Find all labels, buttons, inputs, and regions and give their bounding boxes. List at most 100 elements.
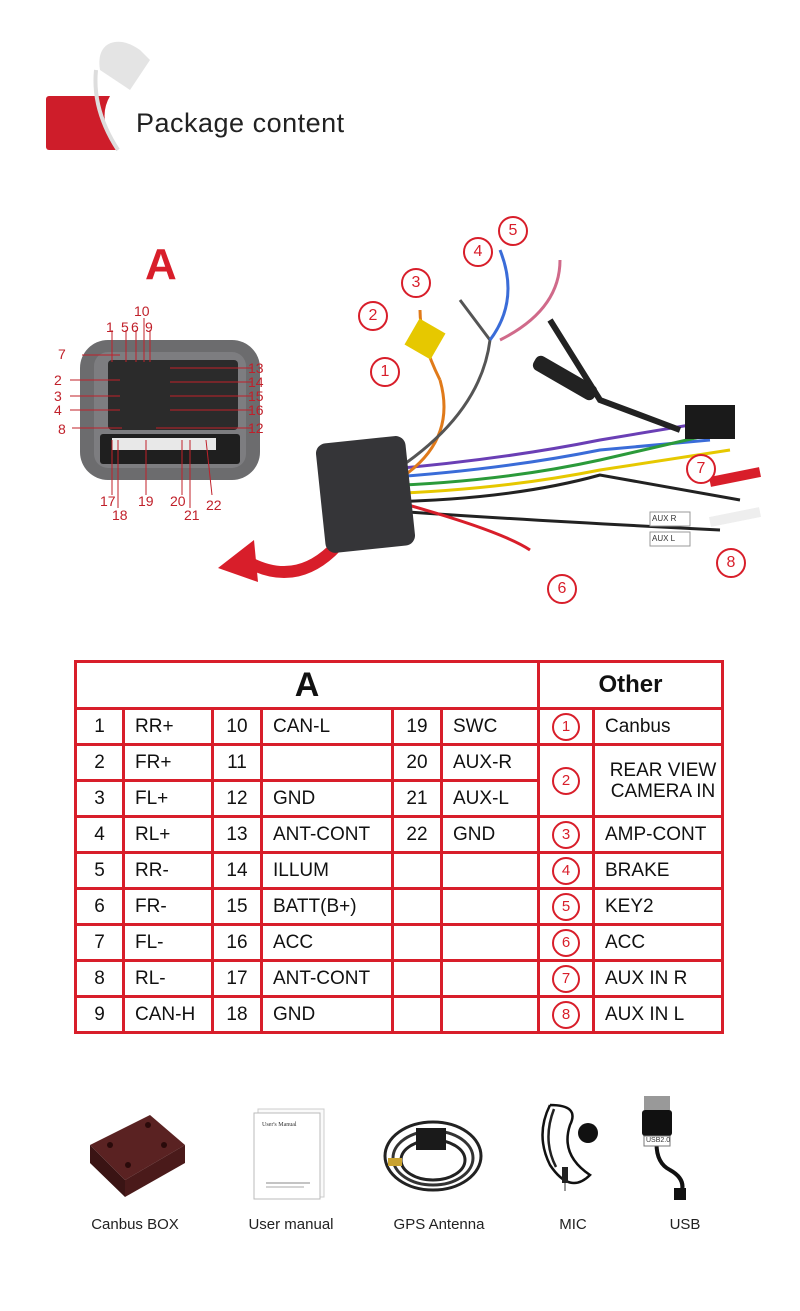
other-function: Canbus bbox=[592, 707, 724, 746]
pin-function: AUX-L bbox=[440, 779, 540, 818]
harness-marker-3: 3 bbox=[401, 268, 431, 298]
pin-function: SWC bbox=[440, 707, 540, 746]
pin-function: RR+ bbox=[122, 707, 214, 746]
pin-function: FR- bbox=[122, 887, 214, 926]
pin-label-10: 10 bbox=[134, 303, 150, 319]
pin-label-20: 20 bbox=[170, 493, 186, 509]
pin-number: 18 bbox=[211, 995, 263, 1034]
aux-l-tag: AUX L bbox=[652, 534, 676, 543]
other-function: KEY2 bbox=[592, 887, 724, 926]
pin-function: FL- bbox=[122, 923, 214, 962]
other-number: 3 bbox=[552, 820, 580, 849]
other-number: 1 bbox=[552, 712, 580, 741]
pin-number: 11 bbox=[211, 743, 263, 782]
aux-r-tag: AUX R bbox=[652, 514, 677, 523]
other-function: BRAKE bbox=[592, 851, 724, 890]
accessory-label-gps-antenna: GPS Antenna bbox=[393, 1216, 485, 1233]
harness-marker-5: 5 bbox=[498, 216, 528, 246]
pin-function: GND bbox=[440, 815, 540, 854]
pin-function: GND bbox=[260, 779, 394, 818]
accessory-label-canbus-box: Canbus BOX bbox=[91, 1216, 179, 1233]
pin-label-5: 5 bbox=[121, 319, 129, 335]
pin-number: 14 bbox=[211, 851, 263, 890]
other-number: 8 bbox=[552, 1000, 580, 1029]
manual-cover-title: User's Manual bbox=[262, 1122, 297, 1128]
pin-number: 19 bbox=[391, 707, 443, 746]
pin-label-14: 14 bbox=[248, 374, 264, 390]
other-number: 2 bbox=[552, 766, 580, 795]
pin-label-13: 13 bbox=[248, 360, 264, 376]
pin-label-3: 3 bbox=[54, 388, 62, 404]
other-function: ACC bbox=[592, 923, 724, 962]
other-number: 6 bbox=[552, 928, 580, 957]
harness-marker-2: 2 bbox=[358, 301, 388, 331]
pin-label-16: 16 bbox=[248, 402, 264, 418]
pin-function: FL+ bbox=[122, 779, 214, 818]
header-banner bbox=[46, 41, 358, 152]
connector-a-diagram bbox=[70, 318, 260, 508]
pin-label-18: 18 bbox=[112, 507, 128, 523]
accessory-label-user-manual: User manual bbox=[248, 1216, 334, 1233]
pin-function: GND bbox=[260, 995, 394, 1034]
pin-label-7: 7 bbox=[58, 346, 66, 362]
pin-label-9: 9 bbox=[145, 319, 153, 335]
pin-function: AUX-R bbox=[440, 743, 540, 782]
table-header-other: Other bbox=[537, 660, 724, 710]
pin-label-22: 22 bbox=[206, 497, 222, 513]
pin-number: 12 bbox=[211, 779, 263, 818]
pin-function: ANT-CONT bbox=[260, 959, 394, 998]
pin-function: RL+ bbox=[122, 815, 214, 854]
pin-label-17: 17 bbox=[100, 493, 116, 509]
wiring-harness bbox=[315, 249, 761, 553]
accessory-label-usb: USB bbox=[669, 1216, 701, 1233]
pin-number: 8 bbox=[74, 959, 125, 998]
pin-function: ACC bbox=[260, 923, 394, 962]
pinout-table: A Other 1 RR+ 10 CAN-L 19 SWC 1 Canbus 2… bbox=[74, 660, 724, 1034]
pin-label-4: 4 bbox=[54, 402, 62, 418]
pin-number bbox=[391, 887, 443, 926]
pin-function bbox=[440, 851, 540, 890]
pin-number: 17 bbox=[211, 959, 263, 998]
usb-tag: USB2.0 bbox=[646, 1137, 671, 1144]
pin-function: RR- bbox=[122, 851, 214, 890]
pin-number bbox=[391, 959, 443, 998]
harness-marker-1: 1 bbox=[370, 357, 400, 387]
pin-function bbox=[440, 923, 540, 962]
accessory-label-mic: MIC bbox=[559, 1216, 587, 1233]
connector-a-label: A bbox=[145, 240, 177, 289]
other-function: REAR VIEW CAMERA IN bbox=[592, 743, 724, 818]
harness-marker-8: 8 bbox=[716, 548, 746, 578]
pin-label-21: 21 bbox=[184, 507, 200, 523]
pin-label-19: 19 bbox=[138, 493, 154, 509]
pin-number: 6 bbox=[74, 887, 125, 926]
canbus-box-image bbox=[90, 1115, 185, 1197]
pin-number: 5 bbox=[74, 851, 125, 890]
harness-marker-7: 7 bbox=[686, 454, 716, 484]
pin-number bbox=[391, 923, 443, 962]
pin-number: 10 bbox=[211, 707, 263, 746]
pin-number: 7 bbox=[74, 923, 125, 962]
table-header-a: A bbox=[74, 660, 540, 710]
user-manual-image bbox=[253, 1108, 325, 1200]
other-number: 5 bbox=[552, 892, 580, 921]
pin-number: 9 bbox=[74, 995, 125, 1034]
pin-number: 13 bbox=[211, 815, 263, 854]
pin-label-8: 8 bbox=[58, 421, 66, 437]
pin-number: 16 bbox=[211, 923, 263, 962]
pin-function bbox=[260, 743, 394, 782]
pin-function bbox=[440, 887, 540, 926]
mic-image bbox=[541, 1103, 598, 1191]
pin-number: 22 bbox=[391, 815, 443, 854]
pin-label-2: 2 bbox=[54, 372, 62, 388]
pin-label-1: 1 bbox=[106, 319, 114, 335]
pin-function bbox=[440, 959, 540, 998]
pin-number bbox=[391, 995, 443, 1034]
pin-label-12: 12 bbox=[248, 420, 264, 436]
pin-function: FR+ bbox=[122, 743, 214, 782]
pin-number: 4 bbox=[74, 815, 125, 854]
pin-number: 15 bbox=[211, 887, 263, 926]
pin-function: ILLUM bbox=[260, 851, 394, 890]
other-function: AMP-CONT bbox=[592, 815, 724, 854]
pin-function: RL- bbox=[122, 959, 214, 998]
other-number: 4 bbox=[552, 856, 580, 885]
